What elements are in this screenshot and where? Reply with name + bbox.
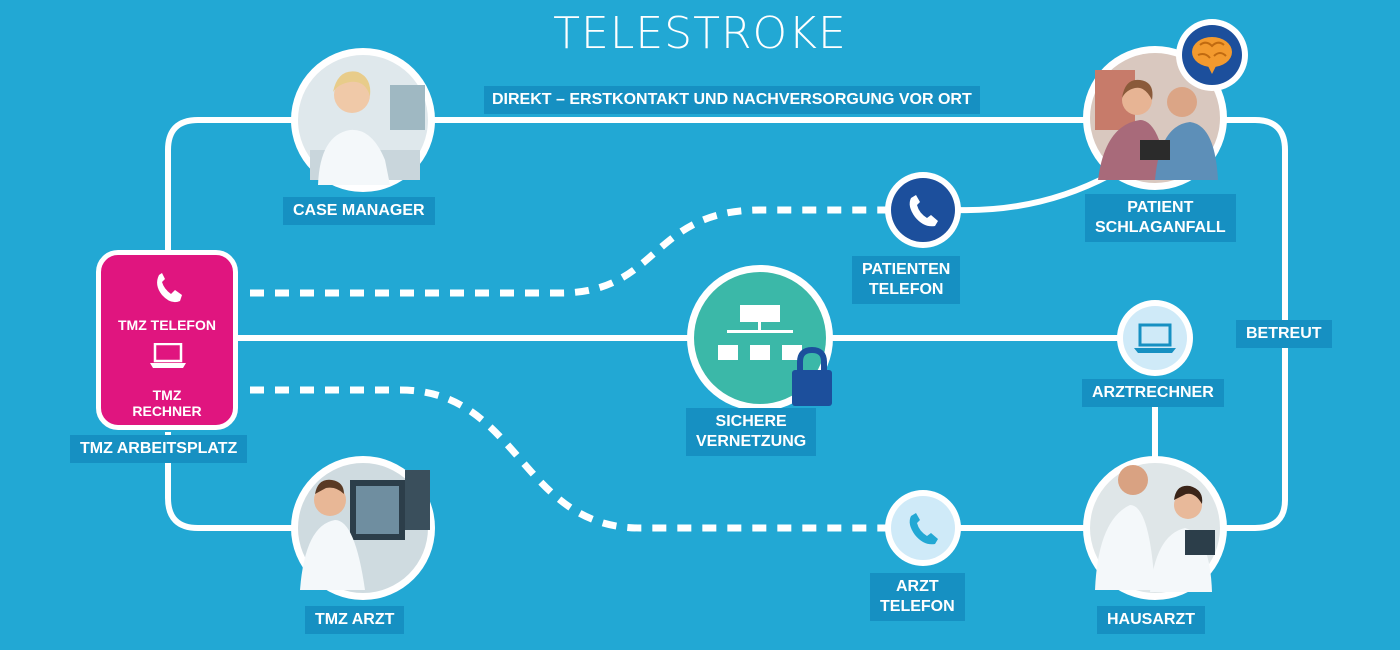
sichere-vernetzung-label: SICHERE VERNETZUNG: [686, 408, 817, 456]
brain-badge: [1176, 19, 1248, 91]
sichere-vernetzung-label-line1: SICHERE: [715, 413, 787, 430]
arzt-telefon-node: [885, 490, 961, 566]
network-hierarchy-icon: [718, 305, 802, 360]
phone-icon: [157, 273, 182, 303]
case-manager-photo: [291, 48, 435, 192]
arzt-telefon-label-line2: TELEFON: [880, 598, 955, 615]
patient-label-line2: SCHLAGANFALL: [1095, 219, 1226, 236]
dashed-link-tmz-patientenphone: [250, 206, 888, 297]
patienten-telefon-label-line1: PATIENTEN: [862, 261, 951, 278]
tmz-rechner-label: TMZ RECHNER: [101, 387, 233, 419]
laptop-icon: [1134, 323, 1176, 353]
brain-icon: [1192, 37, 1232, 74]
tmz-arbeitsplatz-box: TMZ TELEFON TMZ RECHNER: [96, 250, 238, 430]
patient-label-line1: PATIENT: [1127, 199, 1194, 216]
page-title: TELESTROKE: [553, 8, 847, 59]
hausarzt-label: HAUSARZT: [1097, 606, 1205, 634]
laptop-icon: [150, 343, 186, 368]
arztrechner-label: ARZTRECHNER: [1082, 379, 1224, 407]
lock-icon: [792, 346, 832, 406]
patient-label: PATIENT SCHLAGANFALL: [1085, 194, 1236, 242]
tmz-rechner-label-line1: TMZ: [152, 387, 182, 403]
hausarzt-photo: [1083, 456, 1227, 600]
dashed-link-tmz-arztphone: [250, 386, 888, 532]
top-link-label: DIREKT – ERSTKONTAKT UND NACHVERSORGUNG …: [484, 86, 980, 114]
betreut-label: BETREUT: [1236, 320, 1332, 348]
arzt-telefon-label: ARZT TELEFON: [870, 573, 965, 621]
phone-icon: [909, 513, 938, 545]
patienten-telefon-label-line2: TELEFON: [868, 281, 944, 298]
tmz-telefon-label: TMZ TELEFON: [118, 317, 216, 333]
tmz-arzt-label: TMZ ARZT: [305, 606, 405, 634]
tmz-arbeitsplatz-label: TMZ ARBEITSPLATZ: [70, 435, 248, 463]
patienten-telefon-node: [885, 172, 961, 248]
connector-patient-phone: [957, 172, 1112, 214]
connector-tmz-casemanager: [165, 117, 300, 250]
patienten-telefon-label: PATIENTEN TELEFON: [852, 256, 961, 304]
connector-tmz-tmzarzt: [165, 432, 300, 531]
arztrechner-node: [1117, 300, 1193, 376]
tmz-rechner-label-line2: RECHNER: [132, 403, 202, 419]
arzt-telefon-label-line1: ARZT: [896, 578, 939, 595]
phone-icon: [909, 195, 938, 227]
sichere-vernetzung-node: [687, 265, 833, 411]
tmz-arzt-photo: [291, 456, 435, 600]
sichere-vernetzung-label-line2: VERNETZUNG: [696, 433, 807, 450]
case-manager-label: CASE MANAGER: [283, 197, 435, 225]
